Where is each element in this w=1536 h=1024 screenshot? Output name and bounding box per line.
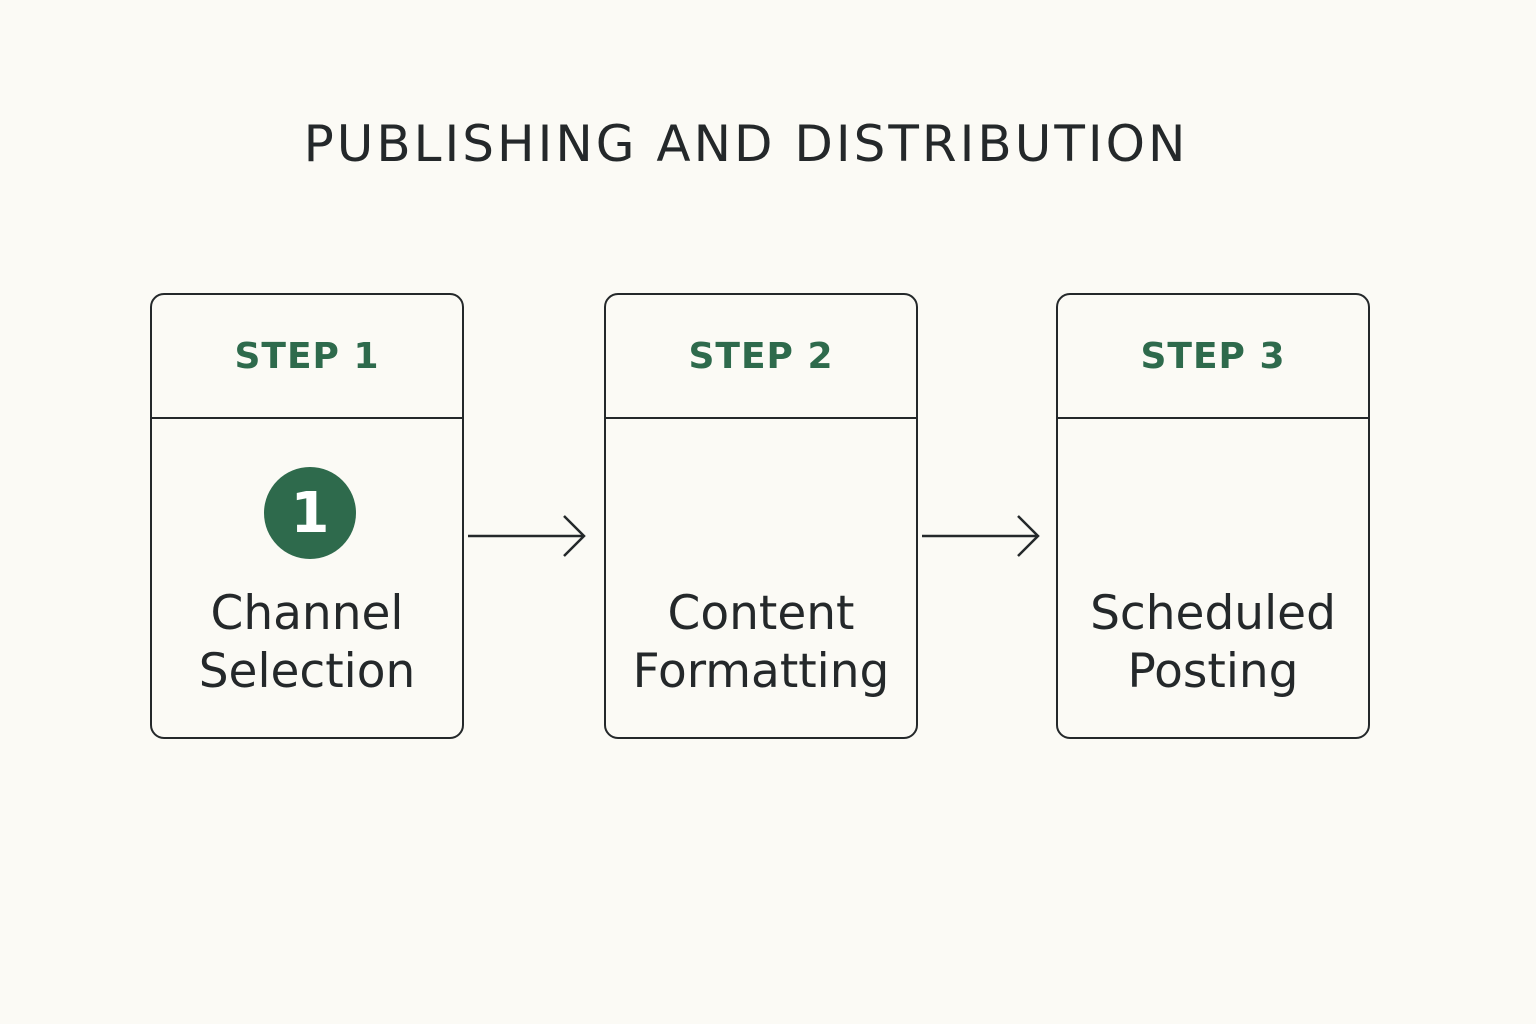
arrow-right-icon	[922, 515, 1040, 557]
step-card-3: STEP 3 Scheduled Posting	[1056, 293, 1370, 739]
step-label: STEP 3	[1140, 335, 1286, 377]
step-description: Channel Selection	[152, 585, 462, 701]
step-card-header: STEP 1	[152, 295, 462, 419]
step-label: STEP 2	[688, 335, 834, 377]
step-card-1: STEP 1 1 Channel Selection	[150, 293, 464, 739]
step-card-2: STEP 2 Content Formatting	[604, 293, 918, 739]
step-card-body: Scheduled Posting	[1058, 419, 1368, 735]
arrow-right-icon	[468, 515, 586, 557]
step-description-line: Selection	[198, 644, 416, 699]
step-number-badge: 1	[264, 467, 356, 559]
step-description-line: Channel	[210, 586, 404, 641]
step-description-line: Scheduled	[1090, 586, 1336, 641]
diagram-title: PUBLISHING AND DISTRIBUTION	[303, 115, 1189, 173]
step-card-header: STEP 2	[606, 295, 916, 419]
step-description: Scheduled Posting	[1058, 585, 1368, 701]
step-card-header: STEP 3	[1058, 295, 1368, 419]
step-card-body: 1 Channel Selection	[152, 419, 462, 735]
step-description-line: Formatting	[632, 644, 890, 699]
step-description: Content Formatting	[606, 585, 916, 701]
step-description-line: Posting	[1127, 644, 1299, 699]
step-card-body: Content Formatting	[606, 419, 916, 735]
step-description-line: Content	[667, 586, 855, 641]
step-label: STEP 1	[234, 335, 380, 377]
